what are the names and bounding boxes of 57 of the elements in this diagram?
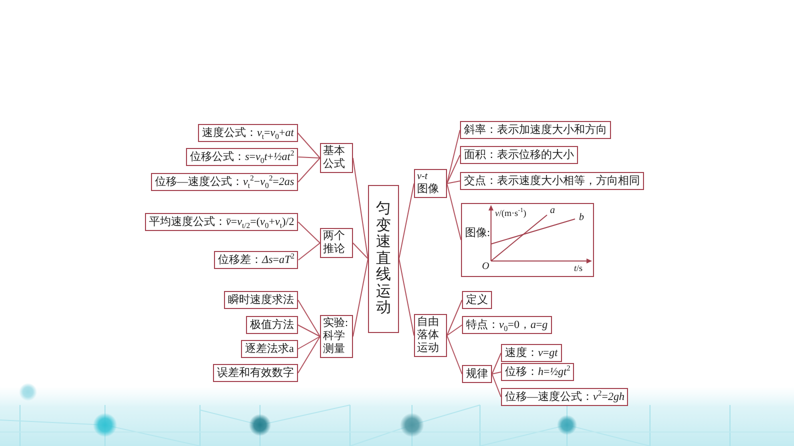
line-label: b xyxy=(579,213,584,223)
note-box: 交点：表示速度大小相等，方向相同 xyxy=(460,172,644,190)
topic-box xyxy=(414,169,447,198)
topic-box: 自由落体运动 xyxy=(414,314,447,357)
formula-box: 特点：v$_{0}$=0，a=g xyxy=(462,316,552,334)
method-box: 极值方法 xyxy=(246,316,298,334)
formula-box: 位移：h=½gt$^{2}$ xyxy=(501,363,574,381)
formula-box: 位移差：Δs=aT$^{2}$ xyxy=(214,251,298,269)
connector-line xyxy=(352,258,368,337)
connector-line xyxy=(298,300,320,337)
connector-line xyxy=(298,242,320,260)
connector-line xyxy=(492,374,502,398)
connector-line xyxy=(298,324,320,337)
formula-box: 速度：v=gt xyxy=(501,344,562,362)
connector-line xyxy=(446,180,460,184)
connector-line xyxy=(446,154,460,184)
connector-line xyxy=(298,336,320,374)
formula-box: 位移—速度公式：v$^{2}$=2gh xyxy=(501,388,628,406)
graph-panel xyxy=(461,203,594,277)
topic-box: 两个推论 xyxy=(320,228,353,258)
graph-caption: 图像: xyxy=(465,228,490,239)
topic-box: 规律 xyxy=(462,365,492,383)
connector-line xyxy=(446,324,462,336)
connector-line xyxy=(352,158,368,260)
note-box: 定义 xyxy=(462,291,492,309)
connector-line xyxy=(492,372,502,374)
connector-line xyxy=(492,352,502,374)
connector-line xyxy=(298,158,320,182)
axis-label: t/s xyxy=(574,264,583,273)
formula-box: 平均速度公式：v̄=v$_{t/2}$=(v$_{0}$+v$_{t}$)/2 xyxy=(145,213,298,231)
line-label: a xyxy=(550,206,555,216)
graph-type-label: v-t xyxy=(417,171,428,183)
topic-box: 实验:科学测量 xyxy=(320,315,353,358)
formula-box: 位移公式：s=v$_{0}$t+½at$^{2}$ xyxy=(186,148,298,166)
connector-line xyxy=(297,132,320,158)
central-topic-box: 匀变速直线运动 xyxy=(368,185,399,332)
axis-label: v/(m·s$^{-1}$) xyxy=(495,209,526,218)
connector-line xyxy=(398,258,414,336)
connector-line xyxy=(446,183,462,240)
connector-line xyxy=(446,300,462,336)
connector-line xyxy=(398,183,414,260)
connector-line xyxy=(298,222,320,244)
note-box: 斜率：表示加速度大小和方向 xyxy=(460,121,611,139)
formula-box: 速度公式：v$_{t}$=v$_{0}$+at xyxy=(198,124,298,142)
connector-line xyxy=(446,130,460,184)
topic-box: 基本公式 xyxy=(320,143,353,173)
connector-line xyxy=(298,156,320,158)
origin-label: O xyxy=(482,262,490,272)
method-box: 逐差法求a xyxy=(241,340,298,358)
topic-label: 图像 xyxy=(417,183,440,196)
method-box: 误差和有效数字 xyxy=(213,364,298,382)
formula-box: 位移—速度公式：v$_{t}$$^{2}$−v$_{0}$$^{2}$=2as xyxy=(151,173,298,191)
method-box: 瞬时速度求法 xyxy=(224,291,298,309)
note-box: 面积：表示位移的大小 xyxy=(460,146,578,164)
connector-line xyxy=(352,242,368,260)
connector-line xyxy=(446,335,462,374)
connector-line xyxy=(297,336,320,350)
